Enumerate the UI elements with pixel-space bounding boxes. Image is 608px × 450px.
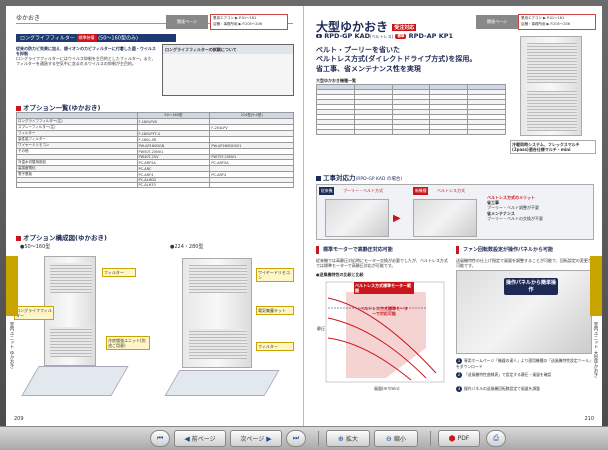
page-title: 大型ゆかおき 受注対応 <box>316 20 417 34</box>
catch-copy: ベルト・プーリーを省いた ベルトレス方式(ダイレクトドライブ方式)を採用。 省工… <box>316 46 477 73</box>
fan-section-title: ファン回転数設定が操作パネルから可能 <box>456 246 594 254</box>
chart-ylabel: 静圧 <box>317 326 325 331</box>
table-row <box>316 89 506 95</box>
unit-illustration-large <box>182 258 252 368</box>
motor-chart-title: ●送風機特性の比較と比較 <box>316 272 364 277</box>
right-page: 大型ゆかおき 受注対応 関連ページ 業用エアコン ▶ P.01〜161 店舗・事… <box>304 6 602 426</box>
step-2: 2「送風機特性曲線表」で設定する静圧・風量を確認 <box>456 372 552 378</box>
chart-annotation: ベルトレス方式標準モーター範囲 <box>354 282 414 295</box>
fan-body: 送風機特性の仕上げ指定で風量を調整することが可能で、回転設定の変更が可能です。 <box>456 258 592 269</box>
page-number: 209 <box>14 416 24 422</box>
size-label-large: ●224・280型 <box>170 244 204 250</box>
next-page-icon: ▶ <box>266 434 272 443</box>
zoom-in-button[interactable]: ⊕拡大 <box>326 430 370 447</box>
fan-curve-2 <box>327 317 427 379</box>
related-page-refs: 業用エアコン ▶ P.01〜161 店舗・事務所用 ▶ P.205〜206 <box>210 14 288 30</box>
callout-filter3: フィルター <box>256 342 294 352</box>
pdf-button[interactable]: ⬢PDF <box>438 430 480 447</box>
zoom-out-icon: ⊖ <box>386 434 392 443</box>
prev-page-button[interactable]: ◀前ページ <box>174 430 226 447</box>
option-list-title: オプション一覧(ゆかおき) <box>16 102 100 112</box>
merit-list: ベルトレス方式のメリット 省工事 プーリー・ベルト調整が不要 省メンテナンス プ… <box>487 195 543 221</box>
floor-base-small <box>21 366 129 396</box>
related-page-refs: 業用エアコン ▶ P.01〜161 店舗・事務所用 ▶ P.205〜206 <box>518 14 596 30</box>
filter-section-bar: ロングライフフィルター 標準装備 (50〜160型のみ) <box>16 34 176 42</box>
works-section-title: 工事対応力(RPD-GP KAD の場合) <box>316 172 402 182</box>
fan-curve-chart <box>325 281 445 383</box>
model-line: ▮ RPD-GP KAD(ベルトレス) 標準 RPD-AP KP1 <box>316 32 454 40</box>
fan-curve-3 <box>327 337 412 381</box>
header-rule <box>16 14 293 24</box>
filter-test-note: ロングライフフィルターの試験について <box>162 44 294 96</box>
callout-booster: 冷房増強ユニット(別途ご用意) <box>106 336 150 351</box>
first-page-icon: ⏮ <box>156 434 164 442</box>
prev-page-icon: ◀ <box>184 434 190 443</box>
page-number: 210 <box>584 416 594 422</box>
callout-filter: ロングライフフィルター <box>14 306 54 321</box>
motor-body: 従来機では高静圧対応時にモーター交換が必要でしたが、ベルトレス方式では標準モータ… <box>316 258 448 269</box>
arrow-right-icon: ▶ <box>393 213 401 224</box>
square-bullet-icon <box>16 105 21 111</box>
config-diagram-title: オプション構成図(ゆかおき) <box>16 232 107 242</box>
zoom-in-icon: ⊕ <box>338 434 344 443</box>
page-spread: ゆかおき 関連ページ 業用エアコン ▶ P.01〜161 店舗・事務所用 ▶ P… <box>6 6 602 426</box>
last-page-button[interactable]: ⏭ <box>286 430 306 447</box>
first-page-button[interactable]: ⏮ <box>150 430 170 447</box>
filter-heading: 従来の防カビ効果に加え、銀イオンのカビフィルターに付着した菌・ウイルスを抑制 <box>16 46 156 57</box>
size-label-small: ●50〜160型 <box>20 244 51 250</box>
table-row: PC-ALH33 <box>16 182 294 188</box>
callout-remote: ワイヤードリモコン <box>256 268 294 283</box>
related-page-tag: 関連ページ <box>476 15 518 29</box>
print-button[interactable]: ⎙ <box>486 430 506 447</box>
model-list-table <box>316 84 506 135</box>
next-page-button[interactable]: 次ページ▶ <box>230 430 282 447</box>
fan-curve-1 <box>327 297 437 374</box>
pdf-icon: ⬢ <box>448 434 456 443</box>
floor-base-large <box>164 370 280 396</box>
large-unit-photo <box>520 36 582 136</box>
table-row <box>316 109 506 115</box>
related-page-tag: 関連ページ <box>166 15 208 29</box>
side-label: 室内ユニット ゆかおき <box>9 322 14 369</box>
table-row <box>316 129 506 135</box>
motor-section-title: 標準モーターで高静圧対応可能 <box>316 246 448 254</box>
filter-body: ロングライフフィルターにはウイルス抑制を主目的としたフィルター。また、フィルター… <box>16 56 156 67</box>
square-bullet-icon <box>16 235 21 241</box>
chart-xlabel: 風量(m³/min) <box>374 386 400 391</box>
zoom-out-button[interactable]: ⊖縮小 <box>374 430 418 447</box>
option-table: 50〜160型 224型(9.0型) ロングライフフィルター(注)F-180LP… <box>16 112 294 188</box>
section-tab <box>6 256 18 316</box>
unit-caption: 冷暖同時システム、フレックスマルチ(2pass)適合仕様マルチ・mini <box>510 140 596 155</box>
chart-inner-note: ベルトレス方式標準モーターで対応可能 <box>360 306 408 317</box>
panel-callout: 操作パネルから簡単操作 <box>504 278 558 295</box>
left-page: ゆかおき 関連ページ 業用エアコン ▶ P.01〜161 店舗・事務所用 ▶ P… <box>6 6 304 426</box>
side-label: 室内ユニット 大型ゆかおき <box>593 322 598 378</box>
callout-collector: 電気集塵キット <box>256 306 294 316</box>
belt-comparison: 従来機 プーリー・ベルト方式 新機種 ベルトレス方式 ▶ ベルトレス方式のメリッ… <box>316 184 594 240</box>
model-list-title: 大型ゆかおき機種一覧 <box>316 78 356 83</box>
square-bullet-icon <box>316 175 321 181</box>
running-title: ゆかおき <box>16 15 41 22</box>
callout-filter2: フィルター <box>102 268 136 278</box>
print-icon: ⎙ <box>493 434 499 442</box>
last-page-icon: ⏭ <box>292 434 300 442</box>
belt-fan-illustration <box>325 199 389 237</box>
viewer-toolbar: ⏮ ◀前ページ 次ページ▶ ⏭ ⊕拡大 ⊖縮小 ⬢PDF ⎙ <box>0 426 608 450</box>
section-tab <box>590 256 602 316</box>
beltless-fan-illustration <box>413 199 477 237</box>
